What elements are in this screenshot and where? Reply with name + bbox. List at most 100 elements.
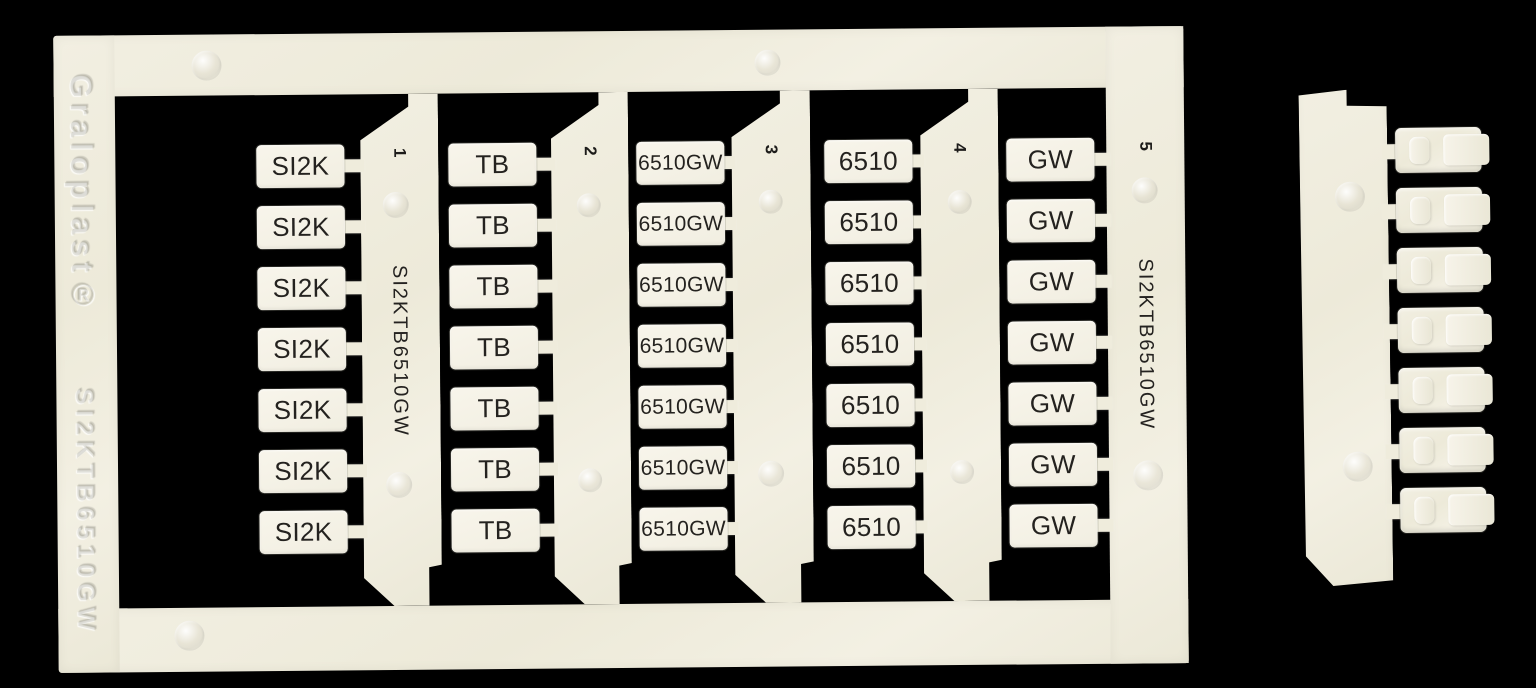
marker-label-text: 6510 bbox=[839, 267, 900, 299]
marker-label-text: GW bbox=[1028, 205, 1074, 236]
marker-label-text: TB bbox=[475, 148, 510, 180]
runner-clip-bar bbox=[1443, 193, 1491, 226]
marker-label-text: TB bbox=[477, 392, 512, 424]
marker-label: 6510GW bbox=[639, 507, 728, 551]
marker-label: GW bbox=[1006, 198, 1096, 243]
marker-label-text: 6510GW bbox=[641, 516, 727, 541]
marker-connector-tab bbox=[535, 462, 559, 476]
marker-label: TB bbox=[451, 508, 540, 553]
marker-label-text: 6510 bbox=[841, 511, 902, 543]
marker-label: SI2K bbox=[258, 449, 348, 494]
marker-label: 6510GW bbox=[638, 385, 727, 429]
marker-label: SI2K bbox=[259, 510, 348, 555]
marker-label: SI2K bbox=[257, 327, 347, 372]
marker-label: 6510GW bbox=[636, 141, 725, 185]
marker-label-text: 6510 bbox=[838, 145, 899, 177]
embossed-part-number-text: SI2KTB6510GW bbox=[70, 387, 101, 636]
ejector-pin-mark bbox=[757, 460, 785, 487]
marker-label-text: TB bbox=[478, 514, 513, 546]
marker-label-text: TB bbox=[477, 453, 513, 485]
marker-label-text: 6510GW bbox=[638, 211, 724, 236]
marker-label: GW bbox=[1008, 381, 1097, 426]
marker-label-text: 6510GW bbox=[637, 150, 723, 175]
marker-label: TB bbox=[448, 142, 537, 187]
marker-label-text: GW bbox=[1027, 144, 1074, 175]
strip-part-number: SI2KTB6510GW bbox=[388, 264, 412, 437]
runner-clip-post bbox=[1413, 436, 1434, 464]
marker-label: 6510 bbox=[825, 322, 915, 367]
ejector-pin-mark bbox=[382, 191, 409, 219]
marker-label: 6510GW bbox=[637, 263, 726, 307]
ejector-pin-mark bbox=[949, 459, 975, 485]
marker-label-text: 6510 bbox=[840, 328, 900, 360]
marker-connector-tab bbox=[344, 525, 368, 539]
marker-label: 6510 bbox=[826, 444, 916, 489]
marker-label-text: GW bbox=[1028, 266, 1075, 297]
marker-label-text: GW bbox=[1030, 510, 1077, 541]
marker-label: GW bbox=[1006, 137, 1095, 182]
marker-label-text: TB bbox=[476, 331, 512, 363]
marker-label: TB bbox=[450, 386, 539, 431]
runner-clip-bar bbox=[1443, 133, 1490, 166]
marker-label-text: 6510 bbox=[839, 206, 899, 238]
marker-label-text: GW bbox=[1030, 449, 1076, 480]
marker-label: 6510 bbox=[824, 200, 914, 245]
marker-label: TB bbox=[450, 447, 540, 492]
marker-label-text: 6510 bbox=[840, 389, 901, 421]
ejector-pin-mark bbox=[758, 189, 783, 214]
marker-label-text: SI2K bbox=[273, 394, 332, 426]
sheet-frame-bottom bbox=[58, 599, 1189, 673]
marker-label: SI2K bbox=[257, 266, 346, 311]
marker-label-text: TB bbox=[476, 270, 511, 302]
marker-label-text: 6510GW bbox=[640, 455, 726, 480]
marker-label: 6510GW bbox=[636, 202, 726, 246]
sheet-frame-left: Graloplast® SI2KTB6510GW bbox=[53, 35, 120, 673]
marker-connector-tab bbox=[535, 401, 558, 415]
runner-clip-bar bbox=[1445, 313, 1493, 346]
ejector-pin-mark bbox=[1133, 460, 1164, 491]
marker-label: SI2K bbox=[256, 144, 345, 189]
marker-label: GW bbox=[1007, 320, 1097, 365]
marker-label-text: SI2K bbox=[272, 272, 331, 304]
marker-label-text: SI2K bbox=[272, 211, 330, 243]
marker-label: SI2K bbox=[256, 205, 346, 250]
runner-clip-bar bbox=[1444, 253, 1492, 286]
marker-label-text: 6510GW bbox=[640, 394, 725, 419]
marker-connector-tab bbox=[341, 159, 365, 173]
marker-label: TB bbox=[448, 203, 538, 248]
marker-connector-tab bbox=[534, 340, 558, 354]
marker-label-text: 6510GW bbox=[639, 272, 724, 297]
runner-clip-post bbox=[1409, 196, 1431, 224]
runner-clip-bar bbox=[1448, 493, 1495, 526]
marker-label: 6510GW bbox=[638, 446, 728, 490]
marker-connector-tab bbox=[342, 281, 366, 295]
marker-label-text: GW bbox=[1029, 327, 1075, 358]
marker-label: GW bbox=[1008, 442, 1098, 487]
ejector-pin-mark bbox=[174, 620, 205, 651]
column-number: 4 bbox=[950, 142, 970, 153]
marker-sheet: Graloplast® SI2KTB6510GW SI2K SI2K SI2K SI2… bbox=[53, 23, 1189, 673]
marker-label-text: TB bbox=[475, 209, 510, 241]
runner-strip bbox=[1296, 85, 1515, 603]
column-number: 1 bbox=[390, 147, 410, 158]
marker-label-text: 6510 bbox=[841, 450, 901, 482]
runner-clip-bar bbox=[1447, 433, 1494, 466]
ejector-pin-mark bbox=[576, 193, 601, 218]
marker-label-text: SI2K bbox=[274, 516, 333, 548]
marker-label-text: SI2K bbox=[274, 455, 332, 487]
marker-connector-tab bbox=[536, 523, 559, 537]
sheet-frame-top bbox=[53, 26, 1184, 97]
marker-label-text: SI2K bbox=[271, 150, 330, 182]
ejector-pin-mark bbox=[386, 471, 413, 499]
marker-label: 6510GW bbox=[637, 324, 727, 368]
marker-connector-tab bbox=[534, 279, 557, 293]
runner-clip-post bbox=[1411, 316, 1433, 344]
marker-label: TB bbox=[449, 264, 538, 309]
marker-label: GW bbox=[1009, 503, 1098, 548]
marker-connector-tab bbox=[343, 403, 367, 417]
marker-label-text: SI2K bbox=[273, 333, 331, 365]
marker-label: SI2K bbox=[258, 388, 347, 433]
strip-part-number: SI2KTB6510GW bbox=[1134, 258, 1158, 431]
marker-label: TB bbox=[449, 325, 539, 370]
marker-connector-tab bbox=[342, 342, 367, 356]
